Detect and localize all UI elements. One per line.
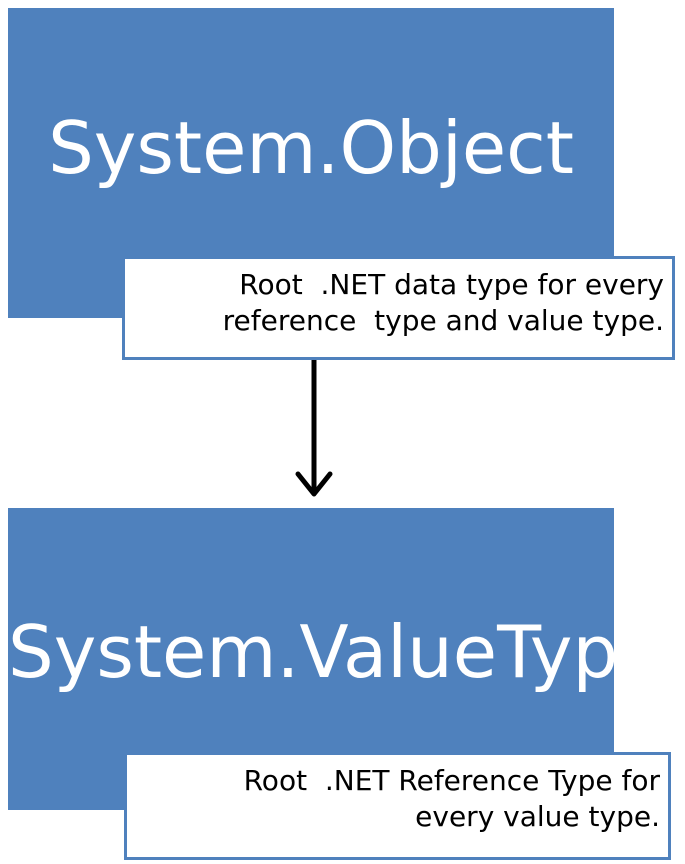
system-valuetype-description: Root .NET Reference Type for every value… (124, 752, 671, 860)
system-valuetype-description-line-2: every value type. (415, 800, 660, 833)
arrow-head (295, 471, 333, 497)
system-object-title: System.Object (48, 106, 574, 190)
system-valuetype-description-line-1: Root .NET Reference Type for (243, 764, 660, 797)
system-object-description-line-1: Root .NET data type for every (239, 268, 664, 301)
system-object-description: Root .NET data type for every reference … (122, 256, 675, 360)
system-valuetype-title: System.ValueType (8, 610, 663, 694)
inheritance-arrow (295, 360, 333, 497)
system-object-description-line-2: reference type and value type. (222, 304, 664, 337)
